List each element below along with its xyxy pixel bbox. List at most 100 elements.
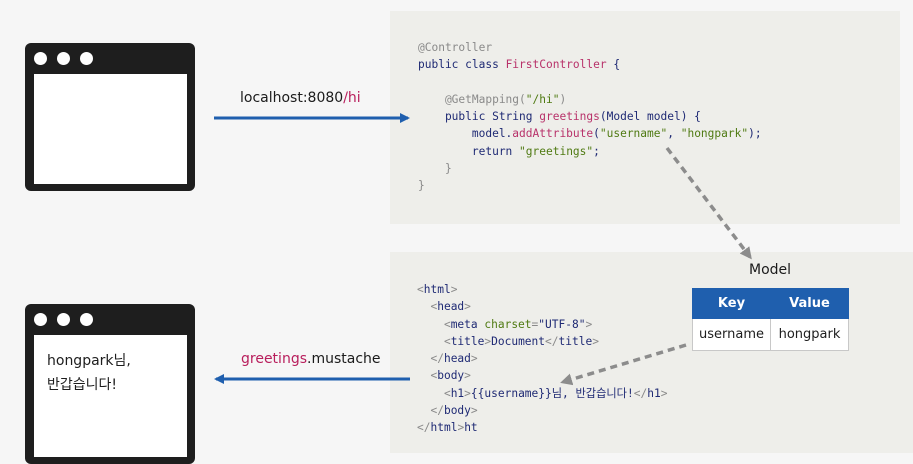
code-token: >	[484, 334, 492, 348]
code-token: (	[593, 127, 600, 141]
model-header-value: Value	[770, 288, 849, 319]
view-template-code-block: <html> <head> <meta charset="UTF-8"> <ti…	[417, 281, 667, 437]
code-token: body	[437, 369, 465, 383]
code-token: >	[464, 300, 471, 314]
browser-window-response: hongpark님, 반갑습니다!	[25, 304, 195, 464]
code-token: </	[545, 334, 559, 348]
code-token: Document	[491, 334, 546, 348]
request-url-label: localhost:8080/hi	[240, 90, 361, 106]
code-token: >	[585, 317, 593, 331]
code-token: head	[437, 300, 465, 314]
code-line: public String greetings(Model model) {	[418, 108, 762, 125]
code-token: >	[450, 283, 458, 296]
code-token: "/hi"	[525, 92, 560, 106]
code-token: </	[417, 404, 444, 418]
code-token: (Model model) {	[599, 110, 701, 124]
code-line: @GetMapping("/hi")	[418, 91, 762, 108]
code-token: model.	[418, 127, 513, 141]
code-token: >	[457, 421, 465, 435]
flow-arrows	[214, 113, 752, 386]
model-flow-arrow	[665, 146, 752, 260]
code-token: </	[417, 421, 431, 435]
code-token: {	[606, 58, 621, 72]
model-label: Model	[749, 262, 792, 278]
code-token: >	[660, 386, 668, 400]
browser-window-request	[25, 43, 195, 191]
code-token: ,	[667, 127, 681, 141]
model-cell-key: username	[692, 318, 771, 351]
code-token: >	[470, 352, 478, 366]
code-line: <h1>{{username}}님, 반갑습니다!</h1>	[417, 385, 668, 402]
response-template-label: greetings.mustache	[241, 351, 381, 367]
browser-content: hongpark님, 반갑습니다!	[34, 335, 187, 457]
result-line-2: 반갑습니다!	[47, 377, 118, 393]
code-line: public class FirstController {	[418, 56, 762, 73]
model-table: Key Value username hongpark	[692, 288, 849, 351]
code-token: <	[417, 334, 451, 348]
code-line: </html>ht	[417, 419, 667, 436]
template-extension: .mustache	[307, 351, 381, 367]
code-token: html	[430, 421, 458, 435]
code-token: html	[423, 283, 451, 296]
code-token: addAttribute	[512, 127, 594, 141]
code-token: ht	[464, 421, 478, 435]
template-flow-arrow	[560, 343, 687, 386]
code-line: </head>	[417, 350, 667, 367]
code-line: </body>	[417, 402, 667, 419]
code-token: )	[559, 92, 567, 106]
code-token: <	[417, 300, 438, 314]
code-token: charset	[484, 317, 532, 331]
code-token: );	[748, 127, 762, 141]
code-token: </	[417, 352, 444, 366]
code-line: <title>Document</title>	[417, 333, 667, 350]
code-token: =	[531, 317, 539, 331]
code-token: >	[464, 386, 471, 400]
code-token: title	[450, 334, 485, 348]
window-dot-icon	[57, 52, 70, 65]
code-token: {{username}}님, 반갑습니다!	[470, 386, 634, 400]
code-token: </	[633, 386, 648, 400]
code-token: return	[418, 144, 520, 158]
window-dot-icon	[57, 313, 70, 326]
code-line: <head>	[417, 298, 667, 315]
request-url-path: /hi	[343, 90, 361, 106]
code-token: "username"	[599, 127, 668, 141]
code-line: }	[418, 160, 762, 177]
code-token: >	[464, 369, 471, 383]
code-line: }	[418, 177, 762, 194]
window-dot-icon	[34, 313, 47, 326]
code-line: <body>	[417, 367, 667, 384]
window-dot-icon	[80, 52, 93, 65]
code-token: "greetings"	[519, 144, 594, 158]
browser-content-blank	[34, 74, 187, 184]
request-url-host: localhost:8080	[240, 90, 344, 106]
model-cell-value: hongpark	[770, 318, 849, 351]
model-header-row: Key Value	[692, 288, 849, 319]
view-code-panel: <html> <head> <meta charset="UTF-8"> <ti…	[390, 252, 913, 453]
code-token: >	[470, 404, 478, 418]
code-token: h1	[450, 386, 465, 400]
code-token: ;	[593, 144, 600, 158]
model-row: username hongpark	[692, 318, 849, 351]
code-token: "hongpark"	[680, 127, 749, 141]
code-token: body	[443, 404, 471, 418]
code-token: <	[417, 386, 451, 400]
code-token: }	[418, 179, 425, 193]
window-dot-icon	[34, 52, 47, 65]
code-token: <	[417, 369, 438, 383]
code-token: title	[558, 334, 593, 348]
code-token: public String	[418, 110, 540, 124]
code-token: FirstController	[505, 58, 607, 72]
code-token: <	[417, 317, 451, 331]
code-token: >	[592, 334, 599, 348]
code-line: model.addAttribute("username", "hongpark…	[418, 125, 762, 142]
code-token: }	[418, 162, 452, 176]
code-token: "UTF-8"	[538, 317, 586, 331]
code-line: <html>	[417, 281, 667, 298]
code-line: @Controller	[418, 39, 762, 56]
code-line: <meta charset="UTF-8">	[417, 316, 667, 333]
code-token: <	[417, 283, 424, 296]
code-token: @GetMapping(	[418, 92, 526, 106]
model-header-key: Key	[692, 288, 771, 319]
